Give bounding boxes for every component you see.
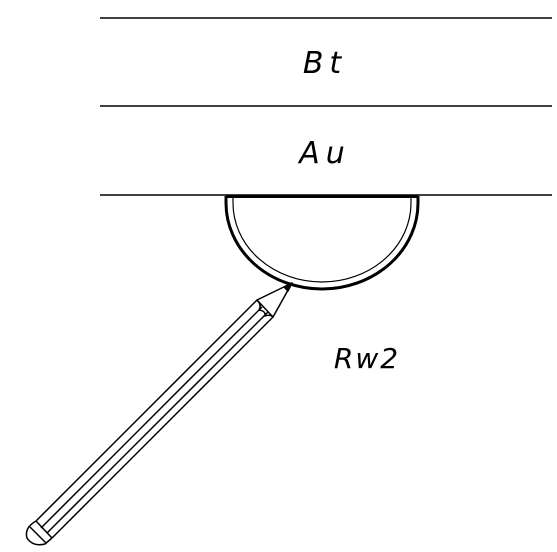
layer-label-au: Au [297,136,351,171]
layer-label-bt: Bt [303,46,347,81]
tool-label: Rw2 [334,342,400,375]
pit-shape [226,196,418,289]
pencil-icon [26,283,292,545]
